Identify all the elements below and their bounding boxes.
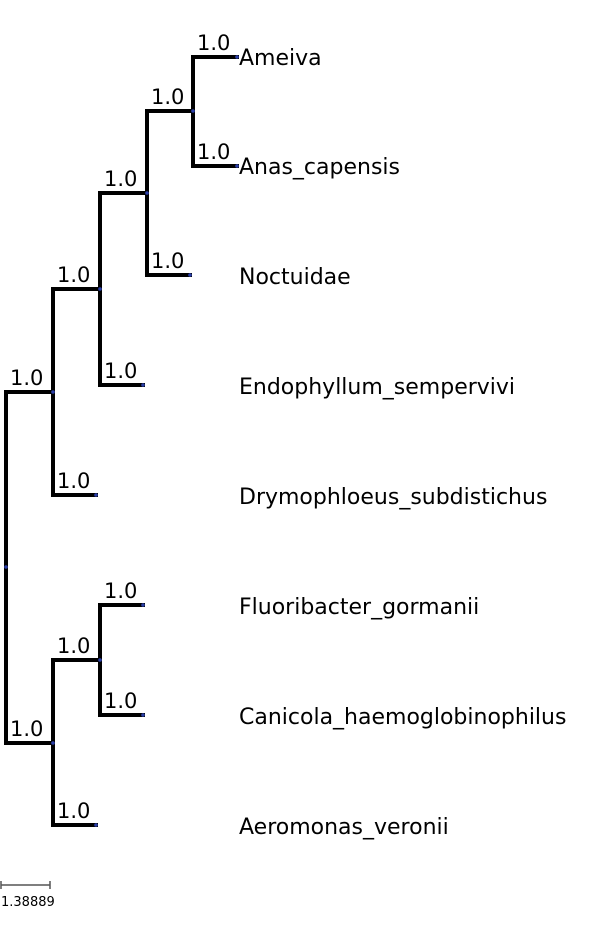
branch-clade-with-noctuidae [98,109,149,277]
support-label-anas-capensis: 1.0 [197,140,230,164]
scale-bar-label: 1.38889 [1,895,55,910]
support-values: 1.0 1.0 1.0 1.0 1.0 1.0 1.0 1.0 1.0 1.0 … [10,31,230,823]
node-dot [141,603,145,607]
scale-bar: 1.38889 [0,881,55,910]
node-dot [94,823,98,827]
support-label-clade-ameiva-anas: 1.0 [151,85,184,109]
taxon-label-fluoribacter-gormanii: Fluoribacter_gormanii [239,595,479,620]
node-dot [191,109,195,113]
support-label-drymophloeus-subdistichus: 1.0 [57,469,90,493]
scale-bar-line [0,881,51,889]
taxon-labels: Ameiva Anas_capensis Noctuidae Endophyll… [239,46,566,840]
support-label-clade-with-aeromonas: 1.0 [10,717,43,741]
node-dot [51,390,55,394]
taxon-label-endophyllum-sempervivi: Endophyllum_sempervivi [239,375,515,400]
node-dot [141,383,145,387]
support-label-ameiva: 1.0 [197,31,230,55]
node-dot [4,565,8,569]
branch-clade-with-aeromonas [4,658,55,827]
node-dot [51,741,55,745]
node-dot [141,713,145,717]
support-label-clade-with-drymophloeus: 1.0 [10,366,43,390]
support-label-canicola-haemoglobinophilus: 1.0 [104,689,137,713]
node-dot [188,273,192,277]
branch-clade-ameiva-anas [145,55,195,168]
node-dot [94,493,98,497]
support-label-clade-with-endophyllum: 1.0 [57,263,90,287]
node-dot [98,658,102,662]
support-label-endophyllum-sempervivi: 1.0 [104,359,137,383]
support-label-clade-fluoribacter-canicola: 1.0 [57,634,90,658]
branch-clade-with-drymophloeus [4,287,55,497]
support-label-noctuidae: 1.0 [151,249,184,273]
branch-clade-with-endophyllum [51,191,102,387]
taxon-label-anas-capensis: Anas_capensis [239,155,400,180]
node-dot [235,164,239,168]
taxon-label-drymophloeus-subdistichus: Drymophloeus_subdistichus [239,485,547,510]
node-dot [98,287,102,291]
taxon-label-aeromonas-veronii: Aeromonas_veronii [239,815,449,840]
taxon-label-canicola-haemoglobinophilus: Canicola_haemoglobinophilus [239,705,566,730]
support-label-clade-with-noctuidae: 1.0 [104,167,137,191]
branch-clade-fluoribacter-canicola [51,603,102,717]
node-dot [235,55,239,59]
support-label-aeromonas-veronii: 1.0 [57,799,90,823]
support-label-fluoribacter-gormanii: 1.0 [104,579,137,603]
node-dot [145,191,149,195]
taxon-label-ameiva: Ameiva [239,46,322,71]
tree-nodes [4,55,239,827]
taxon-label-noctuidae: Noctuidae [239,265,351,290]
